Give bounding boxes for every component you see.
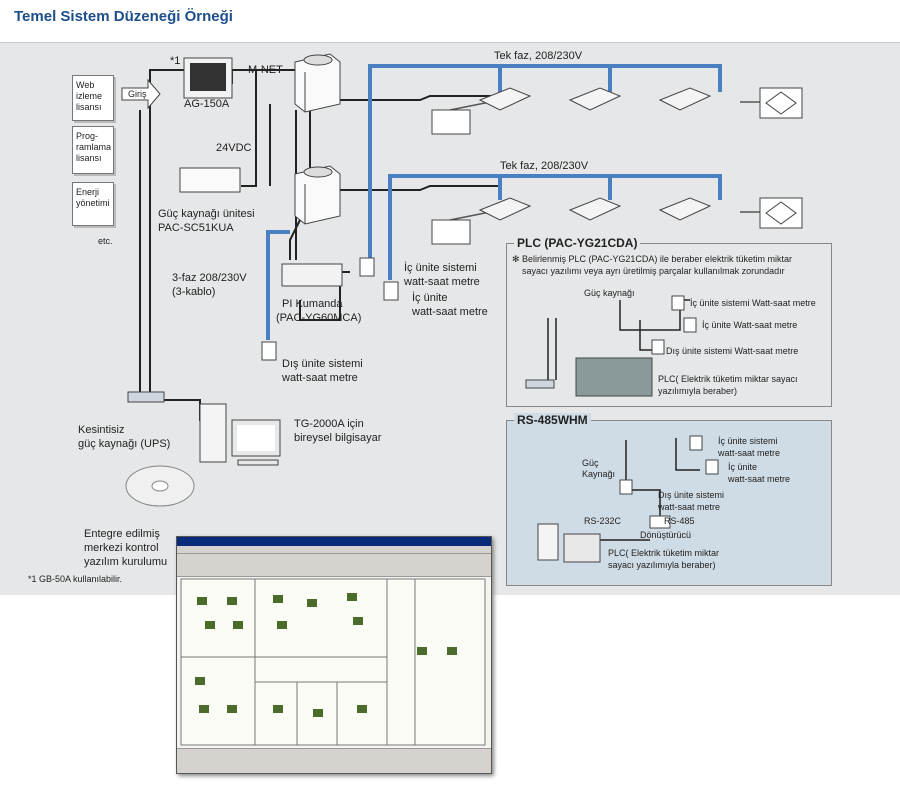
rs485-rs485: RS-485: [664, 516, 695, 526]
label-software-3: yazılım kurulumu: [84, 556, 168, 568]
power-supply-unit: [179, 167, 241, 193]
label-software-2: merkezi kontrol: [84, 542, 159, 554]
rs485-power-2: Kaynağı: [582, 469, 616, 479]
rs485-ic-system-1: İç ünite sistemi: [718, 436, 778, 446]
label-software-1: Entegre edilmiş: [84, 528, 160, 540]
page-title: Temel Sistem Düzeneği Örneği: [14, 8, 233, 25]
label-ups-1: Kesintisiz: [78, 424, 125, 436]
label-pi-unit: PI Kumanda: [282, 298, 343, 310]
license-energy: Enerji yönetimi: [72, 182, 114, 226]
label-ic-system-1: İç ünite sistemi: [404, 262, 477, 274]
plc-panel-title: PLC (PAC-YG21CDA): [514, 236, 641, 250]
plc-panel: [506, 243, 832, 407]
licenses-etc: etc.: [98, 236, 113, 246]
label-tekfaz-1: Tek faz, 208/230V: [494, 50, 583, 62]
label-dis-system-1: Dış ünite sistemi: [282, 358, 363, 370]
rs485-panel: [506, 420, 832, 586]
label-psu-model: PAC-SC51KUA: [158, 222, 234, 234]
label-giris: Giriş: [128, 89, 147, 99]
plc-note-2: sayacı yazılımı veya ayrı üretilmiş parç…: [522, 266, 785, 276]
outdoor-unit-1: [294, 53, 341, 113]
rs485-dis-system-1: Dış ünite sistemi: [658, 490, 725, 500]
plc-label-1: PLC( Elektrik tüketim miktar sayacı: [658, 374, 798, 384]
label-ic-meter-1: İç ünite: [412, 292, 448, 304]
label-ic-system-2: watt-saat metre: [404, 276, 480, 288]
label-pc-2: bireysel bilgisayar: [294, 432, 382, 444]
label-tekfaz-2: Tek faz, 208/230V: [500, 160, 589, 172]
license-web-monitoring: Web izleme lisansı: [72, 75, 114, 121]
pi-controller: [281, 263, 343, 287]
plc-label-2: yazılımıyla beraber): [658, 386, 738, 396]
ag150a-controller: [183, 57, 233, 99]
tg2000a-pc: [199, 403, 281, 466]
license-programming: Prog-ramlama lisansı: [72, 126, 114, 174]
software-cd: [125, 465, 195, 507]
plc-ic-meter: İç ünite Watt-saat metre: [702, 320, 798, 330]
rs485-converter: Dönüştürücü: [640, 530, 692, 540]
label-pc-1: TG-2000A için: [294, 418, 364, 430]
label-dis-system-2: watt-saat metre: [282, 372, 358, 384]
rs485-rs232: RS-232C: [584, 516, 622, 526]
rs485-ic-meter-2: watt-saat metre: [728, 474, 791, 484]
label-ag150a: AG-150A: [184, 98, 230, 110]
label-24vdc: 24VDC: [216, 142, 252, 154]
rs485-plc-2: sayacı yazılımıyla beraber): [608, 560, 716, 570]
plc-ic-system: İç ünite sistemi Watt-saat metre: [690, 298, 816, 308]
footnote: *1 GB-50A kullanılabilir.: [28, 574, 123, 584]
label-three-wire: (3-kablo): [172, 286, 216, 298]
rs485-panel-title: RS-485WHM: [514, 413, 591, 427]
label-three-phase: 3-faz 208/230V: [172, 272, 247, 284]
label-pi-model: (PAC-YG60MCA): [276, 312, 362, 324]
rs485-power-1: Güç: [582, 458, 599, 468]
plc-device: [575, 357, 653, 397]
network-hub: [127, 391, 165, 403]
rs485-plc-1: PLC( Elektrik tüketim miktar: [608, 548, 720, 558]
label-mnet: M-NET: [248, 64, 283, 76]
rs485-ic-meter-1: İç ünite: [728, 462, 758, 472]
label-ups-2: güç kaynağı (UPS): [78, 438, 171, 450]
plc-dis-system: Dış ünite sistemi Watt-saat metre: [666, 346, 799, 356]
label-ic-meter-2: watt-saat metre: [412, 306, 488, 318]
outdoor-unit-2: [294, 165, 341, 225]
rs485-dis-system-2: watt-saat metre: [658, 502, 721, 512]
software-screenshot: [176, 536, 492, 774]
input-arrow: [121, 78, 161, 110]
label-footnote-mark: *1: [170, 55, 181, 67]
rs485-ic-system-2: watt-saat metre: [718, 448, 781, 458]
label-psu: Güç kaynağı ünitesi: [158, 208, 255, 220]
plc-power: Güç kaynağı: [584, 288, 635, 298]
plc-note-1: ✻ Belirlenmiş PLC (PAC-YG21CDA) ile bera…: [512, 254, 792, 264]
